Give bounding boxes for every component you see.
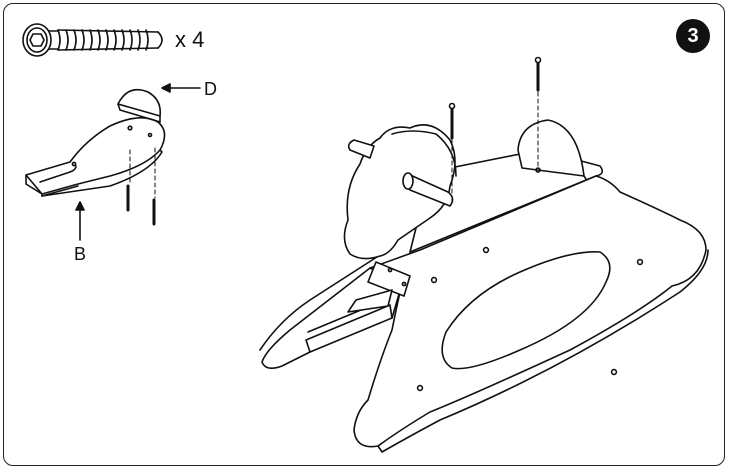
rocking-horse-assembly <box>259 56 709 453</box>
backrest-part-d <box>117 88 162 123</box>
label-b: B <box>74 244 86 264</box>
label-d-arrow <box>161 83 201 93</box>
step-number-badge: 3 <box>676 19 710 53</box>
seat-screws <box>126 147 156 226</box>
bolt-quantity: x 4 <box>175 27 205 52</box>
label-b-arrow <box>75 201 85 241</box>
bolt-icon <box>22 23 163 57</box>
label-d: D <box>204 79 217 99</box>
seat-part-b <box>25 117 166 197</box>
